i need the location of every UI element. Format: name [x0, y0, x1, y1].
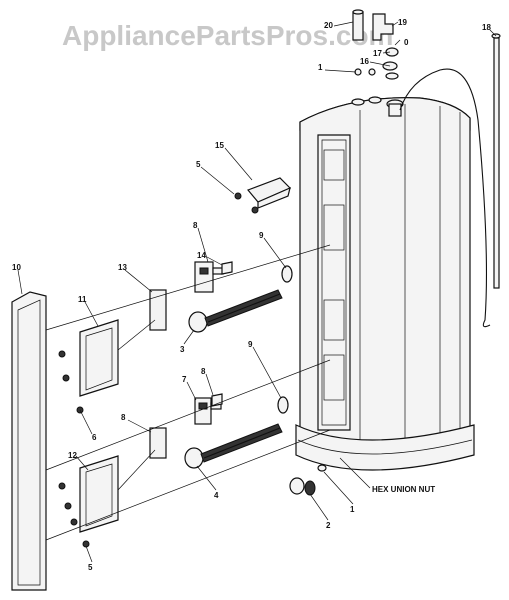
- tank-body: [295, 96, 475, 471]
- label-16: 16: [360, 57, 369, 66]
- label-5-lower: 5: [88, 563, 93, 572]
- label-18: 18: [482, 23, 491, 32]
- thermostat-upper: [194, 261, 224, 293]
- label-6: 6: [92, 433, 97, 442]
- label-8-upper: 8: [193, 221, 198, 230]
- leaders: [17, 21, 497, 563]
- label-20: 20: [324, 21, 333, 30]
- label-8-middle: 8: [201, 367, 206, 376]
- watermark-text: AppliancePartsPros.com: [62, 20, 393, 51]
- element-lower: [184, 423, 283, 469]
- insulation-13: [149, 289, 167, 331]
- label-0: 0: [404, 38, 409, 47]
- element-upper: [188, 289, 283, 333]
- front-panel: [11, 291, 47, 591]
- label-9-lower: 9: [248, 340, 253, 349]
- label-7: 7: [182, 375, 187, 384]
- label-14: 14: [197, 251, 206, 260]
- label-11: 11: [78, 295, 87, 304]
- insulation-8: [149, 427, 167, 459]
- label-8-lower: 8: [121, 413, 126, 422]
- label-1-top: 1: [318, 63, 323, 72]
- label-9-upper: 9: [259, 231, 264, 240]
- thermostat-lower: [194, 397, 222, 425]
- top-fittings: [352, 9, 399, 80]
- label-19: 19: [398, 18, 407, 27]
- access-door-upper: [79, 319, 119, 397]
- label-2: 2: [326, 521, 331, 530]
- label-3: 3: [180, 345, 185, 354]
- drain-union: [289, 464, 327, 496]
- gasket-upper: [281, 265, 293, 283]
- label-5-upper: 5: [196, 160, 201, 169]
- label-13: 13: [118, 263, 127, 272]
- clip-upper: [221, 261, 233, 275]
- label-10: 10: [12, 263, 21, 272]
- anode-rod: [399, 33, 501, 328]
- gasket-lower: [277, 396, 289, 414]
- screws: [58, 192, 259, 548]
- hex-union-nut-label: HEX UNION NUT: [372, 485, 435, 494]
- cover-15: [246, 177, 292, 209]
- label-17: 17: [373, 49, 382, 58]
- part-labels: 20 19 0 17 16 1 18 15 5 8 14 9 13 11 10 …: [12, 18, 491, 572]
- label-4: 4: [214, 491, 219, 500]
- assembly-lines: [45, 244, 331, 541]
- clip-lower: [211, 393, 223, 407]
- access-door-lower: [79, 455, 119, 533]
- label-1-bottom: 1: [350, 505, 355, 514]
- label-15: 15: [215, 141, 224, 150]
- label-12: 12: [68, 451, 77, 460]
